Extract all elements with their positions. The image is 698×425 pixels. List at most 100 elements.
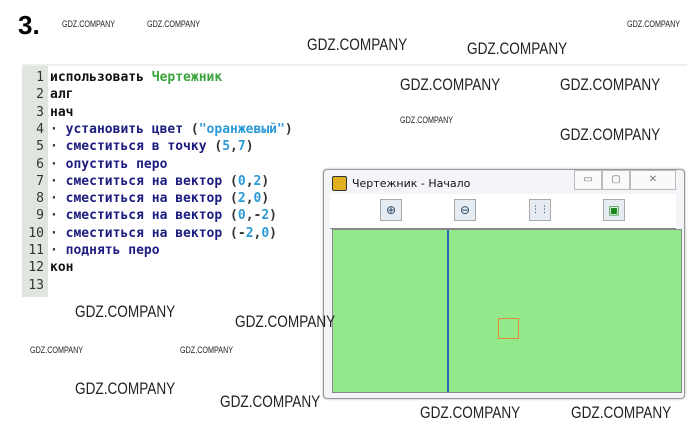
code-line: 13 xyxy=(22,277,50,294)
code-token: использовать xyxy=(50,70,152,85)
code-token: ( xyxy=(214,139,223,155)
line-gutter xyxy=(22,66,48,297)
line-number: 1 xyxy=(36,70,44,85)
watermark: GDZ.COMPANY xyxy=(420,403,521,422)
code-line: 5 · сместиться в точку (5,7) xyxy=(22,138,254,155)
code-token: Чертежник xyxy=(151,70,223,85)
code-token: 7 xyxy=(237,139,246,155)
code-token: ( xyxy=(230,191,238,207)
line-number: 3 xyxy=(36,104,44,120)
code-line: 10· сместиться на вектор (-2,0) xyxy=(22,225,277,242)
code-token: · xyxy=(50,121,66,137)
code-token: кон xyxy=(50,260,74,276)
code-token: · xyxy=(50,173,66,189)
line-number: 11 xyxy=(28,243,44,258)
drawing-canvas[interactable] xyxy=(332,229,682,393)
y-axis xyxy=(447,230,449,392)
code-token: 5 xyxy=(222,139,231,155)
line-number: 10 xyxy=(28,225,44,241)
drawer-window: Чертежник - Начало ▭ ▢ ✕ ⊕ ⊖ ⋮⋮ ▣ xyxy=(323,169,685,399)
code-line: 4· установить цвет ("оранжевый") xyxy=(22,121,293,138)
code-line: 9· сместиться на вектор (0,-2) xyxy=(22,207,277,224)
code-token: 2 xyxy=(253,173,262,189)
code-token: ) xyxy=(284,121,293,137)
code-token: установить цвет xyxy=(65,121,191,137)
code-token: · xyxy=(50,191,66,207)
watermark: GDZ.COMPANY xyxy=(560,75,661,94)
watermark: GDZ.COMPANY xyxy=(235,312,336,331)
watermark: GDZ.COMPANY xyxy=(307,35,408,54)
toolbar: ⊕ ⊖ ⋮⋮ ▣ xyxy=(330,194,676,229)
code-token: ( xyxy=(190,121,199,137)
code-token: , xyxy=(245,173,254,189)
code-line: 6 · опустить перо xyxy=(22,156,167,173)
line-number: 5 xyxy=(36,139,44,155)
code-line: 3 нач xyxy=(22,104,73,121)
code-token: 0 xyxy=(261,225,270,241)
code-token: 0 xyxy=(237,208,246,224)
watermark: GDZ.COMPANY xyxy=(147,19,201,29)
watermark: GDZ.COMPANY xyxy=(75,302,176,321)
watermark: GDZ.COMPANY xyxy=(220,392,321,411)
code-token: ) xyxy=(245,139,254,155)
code-token: , xyxy=(230,139,238,155)
window-title: Чертежник - Начало xyxy=(352,177,471,190)
code-token: сместиться на вектор xyxy=(65,225,231,241)
code-token: нач xyxy=(50,104,74,120)
line-number: 7 xyxy=(36,173,44,189)
code-token: ) xyxy=(261,191,270,207)
line-number: 6 xyxy=(36,156,44,172)
code-token: ) xyxy=(261,173,270,189)
drawn-square xyxy=(498,318,519,339)
watermark: GDZ.COMPANY xyxy=(62,19,116,29)
code-line: 2 алг xyxy=(22,86,73,103)
watermark: GDZ.COMPANY xyxy=(400,115,454,125)
close-button[interactable]: ✕ xyxy=(630,170,676,190)
window-titlebar[interactable]: Чертежник - Начало xyxy=(332,176,470,191)
code-token: "оранжевый" xyxy=(198,121,285,137)
code-line: 7· сместиться на вектор (0,2) xyxy=(22,173,269,190)
line-number: 2 xyxy=(36,87,44,103)
code-token: ( xyxy=(230,208,238,224)
maximize-button[interactable]: ▢ xyxy=(602,170,630,190)
code-token: 2 xyxy=(245,225,254,241)
code-token: ( xyxy=(230,173,238,189)
code-token: 0 xyxy=(253,191,262,207)
line-number: 13 xyxy=(28,277,44,293)
line-number: 12 xyxy=(28,260,44,276)
zoom-in-icon[interactable]: ⊕ xyxy=(380,199,402,221)
watermark: GDZ.COMPANY xyxy=(75,379,176,398)
code-token: · xyxy=(50,139,66,155)
app-icon xyxy=(332,176,347,191)
code-token: сместиться на вектор xyxy=(65,208,231,224)
code-token: сместиться на вектор xyxy=(65,191,231,207)
watermark: GDZ.COMPANY xyxy=(627,19,681,29)
code-token: , xyxy=(253,225,262,241)
code-token: , xyxy=(245,191,254,207)
code-token: · xyxy=(50,156,66,172)
code-line: 1 использовать Чертежник xyxy=(22,69,222,86)
fit-icon[interactable]: ▣ xyxy=(603,199,625,221)
code-token: поднять перо xyxy=(65,243,160,258)
code-token: ,- xyxy=(245,208,262,224)
minimize-button[interactable]: ▭ xyxy=(574,170,602,190)
code-token: сместиться на вектор xyxy=(65,173,231,189)
watermark: GDZ.COMPANY xyxy=(571,403,672,422)
line-number: 9 xyxy=(36,208,44,224)
task-number: 3. xyxy=(18,10,40,40)
code-token: · xyxy=(50,225,66,241)
code-token: сместиться в точку xyxy=(65,139,215,155)
code-token: алг xyxy=(50,87,74,103)
watermark: GDZ.COMPANY xyxy=(400,75,501,94)
watermark: GDZ.COMPANY xyxy=(30,345,84,355)
code-token: опустить перо xyxy=(65,156,168,172)
grid-icon[interactable]: ⋮⋮ xyxy=(529,199,551,221)
code-line: 8· сместиться на вектор (2,0) xyxy=(22,190,269,207)
zoom-out-icon[interactable]: ⊖ xyxy=(454,199,476,221)
code-token: · xyxy=(50,243,66,258)
code-token: 2 xyxy=(237,191,246,207)
watermark: GDZ.COMPANY xyxy=(467,39,568,58)
watermark: GDZ.COMPANY xyxy=(180,345,234,355)
code-token: ) xyxy=(269,208,277,224)
code-token: 2 xyxy=(261,208,270,224)
